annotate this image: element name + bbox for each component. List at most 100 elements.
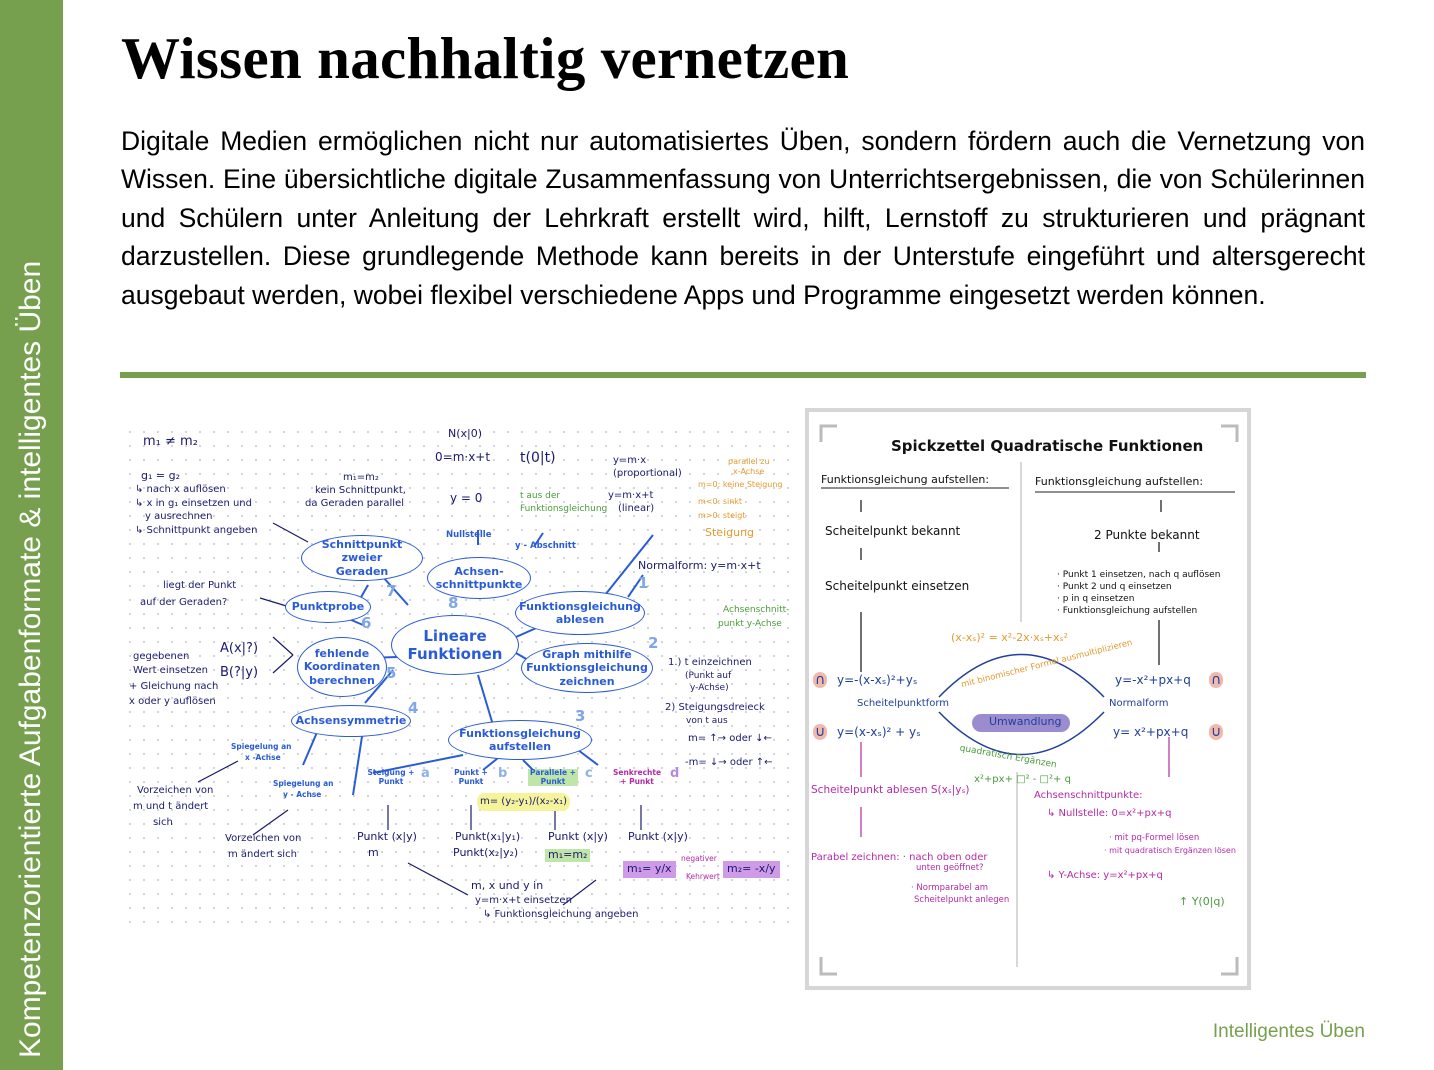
note: von t aus <box>686 716 728 726</box>
note: N(x|0) <box>448 427 483 440</box>
note: y=m·x <box>613 455 647 466</box>
note: g₁ = g₂ <box>141 469 180 482</box>
cheat-formula: (x-xₛ)² = x²-2x·xₛ+xₛ² <box>951 631 1069 644</box>
sidebar-label: Kompetenzorientierte Aufgabenformate & i… <box>14 260 47 1058</box>
case-letter: c <box>585 766 593 781</box>
note: A(x|?) <box>220 641 259 656</box>
note: m>0: steigt <box>698 511 746 520</box>
cheatsheet-quadratische-funktionen: Spickzettel Quadratische Funktionen Funk… <box>805 408 1251 990</box>
note: m und t ändert <box>133 801 209 812</box>
node-aufstellen: Funktionsgleichung aufstellen <box>448 720 592 760</box>
number-badge: 8 <box>448 594 459 612</box>
note: Spiegelung an <box>273 779 334 788</box>
cheat-text: Scheitelpunkt ablesen S(xₛ|yₛ) <box>811 784 970 796</box>
note: Punkt(x₁|y₁) <box>455 830 521 843</box>
note: gegebenen <box>133 651 190 662</box>
cheat-text: · Funktionsgleichung aufstellen <box>1057 606 1198 616</box>
note: m₁=m₂ <box>343 472 379 483</box>
cheat-text: Scheitelpunkt anlegen <box>914 895 1010 905</box>
case-label: Parallele + Punkt <box>528 768 578 787</box>
note: 0=m·x+t <box>435 450 491 464</box>
mindmap-lineare-funktionen: Lineare Funktionen Schnittpunkt zweier G… <box>123 425 795 925</box>
note: Funktionsgleichung <box>520 504 608 514</box>
cheat-text: · Punkt 1 einsetzen, nach q auflösen <box>1057 570 1221 580</box>
cheat-text: Scheitelpunkt bekannt <box>825 524 961 538</box>
node-fehlende-koordinaten: fehlende Koordinaten berechnen <box>297 637 387 697</box>
note: 1.) t einzeichnen <box>668 657 752 668</box>
number-badge: 3 <box>575 707 586 725</box>
note: ↳ nach x auflösen <box>135 484 226 495</box>
note: sich <box>153 817 173 828</box>
cheat-text: unten geöffnet? <box>916 863 984 873</box>
node-label: Graph mithilfe Funktionsgleichung zeichn… <box>526 648 648 688</box>
note: kein Schnittpunkt, <box>315 485 406 496</box>
cheat-text: Parabel zeichnen: · nach oben oder <box>811 852 988 863</box>
node-ablesen: Funktionsgleichung ablesen <box>515 591 645 635</box>
node-label: Lineare Funktionen <box>407 627 503 663</box>
cheat-formula: y=(x-xₛ)² + yₛ <box>837 725 921 739</box>
node-achsenschnittpunkte: Achsen-schnittpunkte <box>427 557 531 599</box>
note: auf der Geraden? <box>140 597 228 608</box>
note: ↳ Schnittpunkt angeben <box>135 525 258 536</box>
cheat-text: Achsenschnittpunkte: <box>1034 790 1143 801</box>
node-schnittpunkt: Schnittpunkt zweier Geraden <box>301 535 423 581</box>
node-punktprobe: Punktprobe <box>285 591 371 623</box>
node-graph-zeichnen: Graph mithilfe Funktionsgleichung zeichn… <box>521 643 653 693</box>
note: (linear) <box>618 503 655 514</box>
note: m₁= y/x <box>623 861 676 878</box>
note: Kehrwert <box>686 872 720 881</box>
note: -m= ↓→ oder ↑← <box>685 757 773 768</box>
note: Punkt(x₂|y₂) <box>453 846 519 859</box>
note: Achsenschnitt- <box>723 605 790 615</box>
note: m₁ ≠ m₂ <box>143 434 198 449</box>
cheat-text: · Punkt 2 und q einsetzen <box>1057 582 1172 592</box>
note: y-Achse) <box>690 683 729 693</box>
note: m <box>368 846 379 859</box>
node-label: Funktionsgleichung ablesen <box>519 599 641 626</box>
cheat-formula: y=-x²+px+q <box>1115 673 1191 687</box>
note: y - Achse <box>283 790 322 799</box>
note: Spiegelung an <box>231 742 292 751</box>
cheatsheet-lines <box>819 424 1239 976</box>
case-label: Steigung + Punkt <box>367 768 415 786</box>
cheat-text: · mit pq-Formel lösen <box>1109 833 1200 843</box>
cheat-label: Normalform <box>1109 698 1169 709</box>
note: Wert einsetzen <box>133 665 208 676</box>
note: Vorzeichen von <box>137 785 214 796</box>
note: t(0|t) <box>520 450 556 466</box>
note: x oder y auflösen <box>129 696 216 707</box>
node-label: Achsensymmetrie <box>295 714 407 728</box>
sidebar-band: Kompetenzorientierte Aufgabenformate & i… <box>0 0 63 1070</box>
note: + Gleichung nach <box>129 681 219 692</box>
number-badge: 2 <box>648 634 659 652</box>
number-badge: 7 <box>386 582 397 600</box>
node-label: Funktionsgleichung aufstellen <box>459 726 581 753</box>
cheat-text: · Normparabel am <box>911 883 989 893</box>
cheat-text: 2 Punkte bekannt <box>1094 528 1200 542</box>
node-achsensymmetrie: Achsensymmetrie <box>291 705 411 737</box>
note: t aus der <box>520 491 561 501</box>
note: Steigung <box>705 526 755 539</box>
note: Vorzeichen von <box>225 833 302 844</box>
node-center: Lineare Funktionen <box>391 615 519 675</box>
cheat-text: ↳ Nullstelle: 0=x²+px+q <box>1047 808 1172 819</box>
node-label: fehlende Koordinaten berechnen <box>303 647 381 687</box>
case-label: Senkrechte + Punkt <box>612 768 662 786</box>
divider <box>120 372 1366 378</box>
note: Punkt (x|y) <box>548 830 608 843</box>
cheat-label: Scheitelpunktform <box>857 698 950 709</box>
cheat-label: Umwandlung <box>989 715 1062 728</box>
number-badge: 4 <box>408 699 419 717</box>
note: ↳ x in g₁ einsetzen und <box>135 498 252 509</box>
node-label: Punktprobe <box>291 600 365 614</box>
note: y=m·x+t <box>608 490 654 501</box>
note: Punkt (x|y) <box>357 830 417 843</box>
node-label: Achsen-schnittpunkte <box>435 564 523 591</box>
note: negativer <box>681 854 717 863</box>
note: m= ↑→ oder ↓← <box>688 733 772 744</box>
node-label: Schnittpunkt zweier Geraden <box>321 538 403 578</box>
note: Normalform: y=m·x+t <box>638 559 761 572</box>
cheat-text: · mit quadratisch Ergänzen lösen <box>1104 846 1236 855</box>
note: m=0: keine Steigung <box>698 480 783 489</box>
note: y ausrechnen <box>145 511 213 522</box>
